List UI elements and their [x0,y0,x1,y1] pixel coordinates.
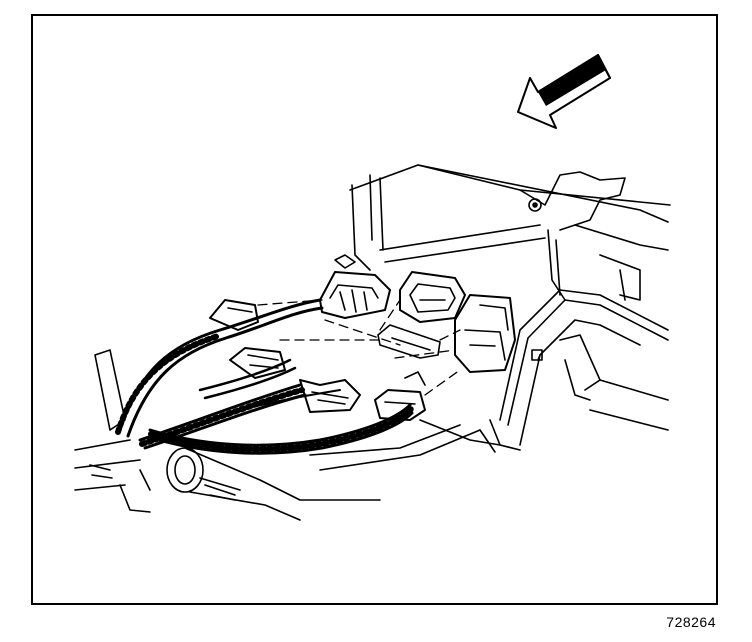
direction-arrow-icon [517,54,611,129]
figure-number: 728264 [666,614,716,630]
alignment-lines [257,299,461,396]
right-floor-panel [479,289,669,453]
diagram-frame [31,14,718,605]
lower-left-floor [74,349,501,521]
connector-cluster [299,254,516,421]
wiring-harness [115,298,414,455]
upper-body-panel [349,164,671,301]
